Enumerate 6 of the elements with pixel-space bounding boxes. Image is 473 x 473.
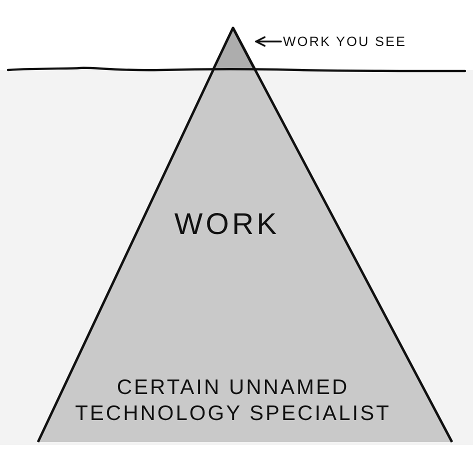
iceberg-caption: CERTAIN UNNAMED TECHNOLOGY SPECIALIST (74, 375, 392, 428)
callout-label: WORK YOU SEE (283, 34, 407, 49)
leader-arrow (255, 36, 282, 47)
iceberg-heading: WORK (173, 207, 281, 243)
iceberg-tip (213, 28, 255, 70)
iceberg (38, 28, 452, 442)
